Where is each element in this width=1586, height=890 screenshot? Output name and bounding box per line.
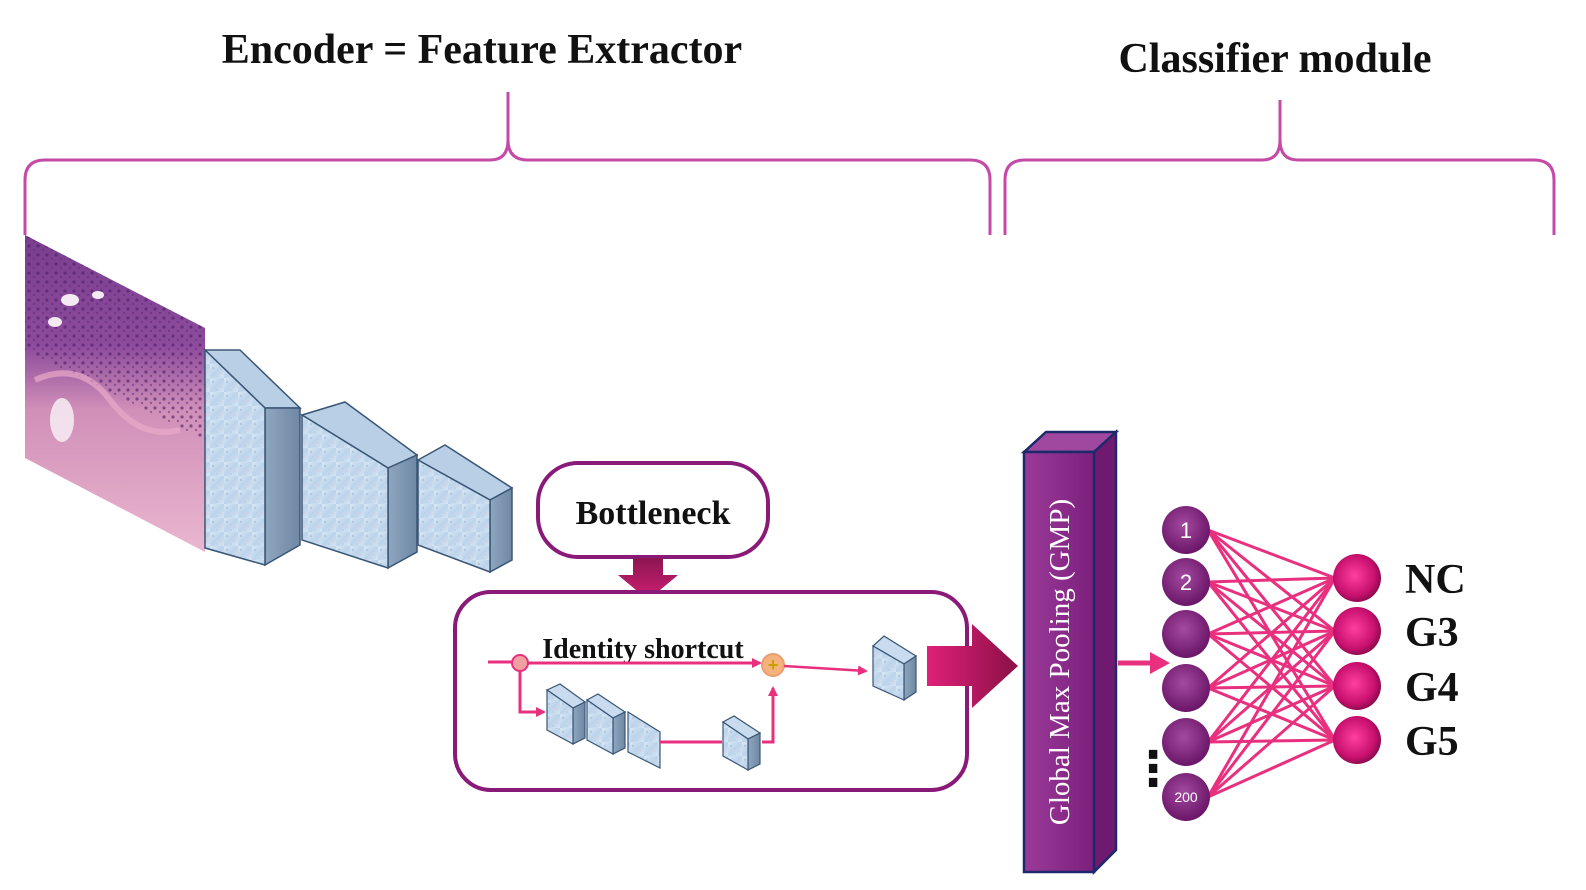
hidden-node-label: 1 [1180,518,1192,543]
output-line [783,664,868,676]
pooling-label: Global Max Pooling (GMP) [1044,499,1076,825]
global-max-pooling-layer: Global Max Pooling (GMP) [1020,429,1120,876]
residual-branch-line [518,671,546,717]
add-symbol: + [768,655,779,675]
dense-link [1207,528,1336,580]
add-node-icon: + [761,653,785,677]
class-label: G3 [1405,610,1459,656]
split-node [511,654,529,672]
dense-link [1207,576,1336,636]
hidden-node [1162,718,1210,766]
encoder-brace [23,92,992,235]
encoder-block-3 [416,444,514,574]
class-label: G5 [1405,719,1459,765]
output-node [1333,716,1381,764]
hidden-node [1162,664,1210,712]
dense-link [1206,577,1337,743]
to-pooling-arrow [927,624,1018,708]
hidden-node [1162,558,1210,606]
output-node [1333,662,1381,710]
hidden-ellipsis: ⋮ [1129,741,1177,797]
dense-link [1207,576,1336,584]
output-node [1333,554,1381,602]
residual-block-2 [585,693,627,756]
dense-link [1207,576,1336,690]
encoder-block-2 [300,401,419,570]
hidden-node [1162,773,1210,821]
tissue-image-icon [25,235,205,552]
residual-block-1 [545,683,587,746]
class-label: NC [1405,557,1466,603]
bottleneck-label: Bottleneck [576,495,731,532]
residual-return-line [762,686,778,744]
dense-link [1207,684,1336,799]
dense-connections [1206,528,1337,799]
output-node [1333,607,1381,655]
bottleneck-down-arrow [618,558,678,600]
hidden-node [1162,610,1210,658]
dense-link [1206,577,1337,798]
bottleneck-output-block [871,635,918,702]
bottleneck-frame [453,590,969,792]
encoder-heading: Encoder = Feature Extractor [222,27,742,73]
classifier-heading: Classifier module [1118,36,1431,82]
residual-block-4 [721,715,762,772]
to-dense-arrow-head [1150,652,1170,674]
hidden-node-label: 2 [1180,570,1192,595]
class-label: G4 [1405,665,1459,711]
dense-link [1206,630,1337,798]
identity-shortcut-label: Identity shortcut [542,634,744,665]
encoder-block-1 [203,348,302,567]
residual-block-3 [627,710,661,769]
dense-link [1207,738,1336,799]
bottleneck-label-box [536,461,770,559]
hidden-layer: 1 2 200 [1162,506,1210,821]
classifier-brace [1003,100,1556,235]
hidden-node-label: 200 [1174,789,1198,805]
hidden-node [1162,506,1210,554]
